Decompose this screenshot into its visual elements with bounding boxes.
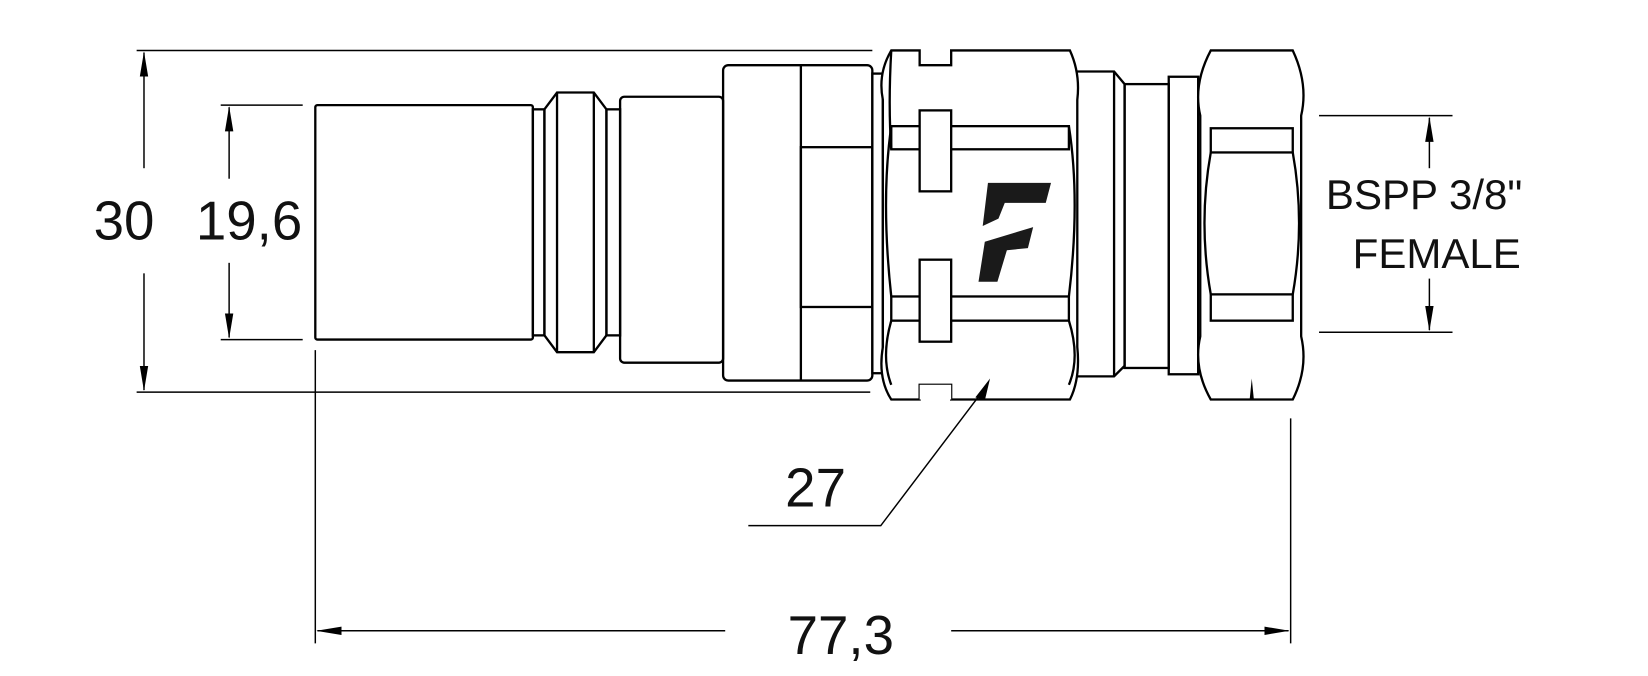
dimension-overall-diameter: 30: [94, 51, 155, 392]
coupling-body: [314, 49, 1305, 401]
thread-type-label: FEMALE: [1353, 230, 1521, 277]
dim-77-3-label: 77,3: [788, 605, 894, 666]
dimension-body-diameter: 19,6: [196, 106, 302, 339]
dim-19-6-label: 19,6: [196, 191, 302, 252]
dimension-hex-size: 27: [748, 378, 991, 527]
thread-size-label: BSPP 3/8": [1326, 171, 1522, 218]
dim-30-label: 30: [94, 191, 155, 252]
dimension-thread: BSPP 3/8" FEMALE: [1326, 116, 1522, 332]
dimension-overall-length: 77,3: [316, 605, 1290, 666]
extension-lines: [136, 49, 1453, 644]
brand-logo-f: [978, 182, 1052, 282]
dim-27-label: 27: [785, 458, 846, 519]
